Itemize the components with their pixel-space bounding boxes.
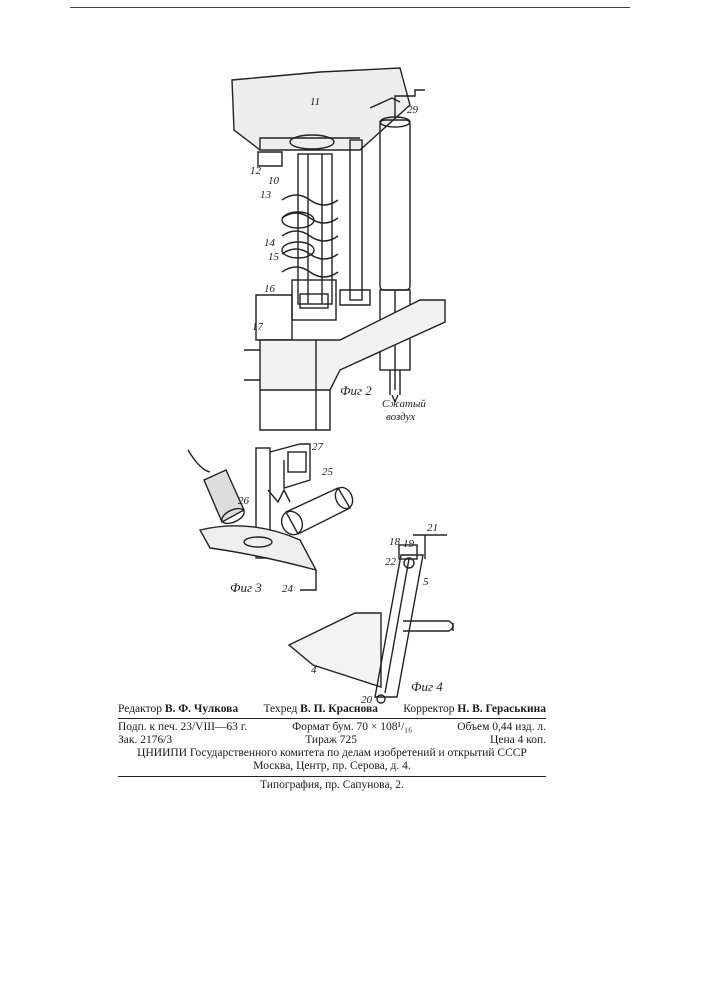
label-14: 14 — [264, 237, 276, 249]
address-row: Москва, Центр, пр. Серова, д. 4. — [118, 760, 546, 773]
top-rule — [70, 7, 630, 8]
corrector-credit: Корректор Н. В. Гераськина — [403, 703, 546, 716]
label-15: 15 — [268, 251, 280, 263]
print-specs-row: Подп. к печ. 23/VIII—63 г. Формат бум. 7… — [118, 721, 546, 734]
printing-house: Типография, пр. Сапунова, 2. — [260, 779, 404, 792]
label-12: 12 — [250, 165, 262, 177]
label-11: 11 — [310, 96, 320, 108]
air-label-line2: воздух — [386, 411, 415, 423]
imprint-rule-1 — [118, 718, 546, 719]
techred-credit: Техред В. П. Краснова — [263, 703, 377, 716]
imprint-block: Редактор В. Ф. Чулкова Техред В. П. Крас… — [118, 703, 546, 792]
print-run: Тираж 725 — [305, 734, 357, 747]
air-label-line1: Сжатый — [382, 398, 426, 410]
figure-4: 21 18 19 22 5 4 20 Фиг 4 — [285, 515, 475, 705]
institute-row: ЦНИИПИ Государственного комитета по дела… — [118, 747, 546, 760]
corrector-label: Корректор — [403, 703, 454, 715]
address: Москва, Центр, пр. Серова, д. 4. — [253, 760, 410, 773]
signed-date: Подп. к печ. 23/VIII—63 г. — [118, 721, 247, 734]
editor-name: В. Ф. Чулкова — [165, 703, 238, 715]
price: Цена 4 коп. — [490, 734, 546, 747]
editor-label: Редактор — [118, 703, 162, 715]
paper-format: Формат бум. 70 × 108¹/₁₆ — [292, 721, 412, 734]
techred-name: В. П. Краснова — [300, 703, 378, 715]
label-21: 21 — [427, 522, 438, 534]
label-25: 25 — [322, 466, 334, 478]
institute: ЦНИИПИ Государственного комитета по дела… — [137, 747, 527, 760]
label-5: 5 — [423, 576, 429, 588]
label-10: 10 — [268, 175, 280, 187]
label-13: 13 — [260, 189, 272, 201]
label-19: 19 — [403, 538, 415, 550]
figure-4-drawing: 21 18 19 22 5 4 20 Фиг 4 — [285, 515, 475, 705]
order-row: Зак. 2176/3 Тираж 725 Цена 4 коп. — [118, 734, 546, 747]
label-4: 4 — [311, 664, 317, 676]
corrector-name: Н. В. Гераськина — [457, 703, 546, 715]
printing-house-row: Типография, пр. Сапунова, 2. — [118, 779, 546, 792]
volume: Объем 0,44 изд. л. — [457, 721, 546, 734]
credits-row: Редактор В. Ф. Чулкова Техред В. П. Крас… — [118, 703, 546, 716]
label-29: 29 — [407, 104, 419, 116]
label-27: 27 — [312, 441, 324, 453]
label-22: 22 — [385, 556, 397, 568]
label-26: 26 — [238, 495, 250, 507]
figure-2-drawing: 11 29 12 10 13 14 15 16 17 Фиг 2 Сжатый … — [220, 50, 480, 440]
label-18: 18 — [389, 536, 401, 548]
editor-credit: Редактор В. Ф. Чулкова — [118, 703, 238, 716]
imprint-rule-2 — [118, 776, 546, 777]
figure-4-caption: Фиг 4 — [411, 679, 443, 694]
label-16: 16 — [264, 283, 276, 295]
techred-label: Техред — [263, 703, 297, 715]
figure-2-caption: Фиг 2 — [340, 383, 372, 398]
figure-2: 11 29 12 10 13 14 15 16 17 Фиг 2 Сжатый … — [220, 50, 480, 440]
order-number: Зак. 2176/3 — [118, 734, 172, 747]
label-17: 17 — [252, 321, 264, 333]
figure-3-caption: Фиг 3 — [230, 580, 262, 595]
